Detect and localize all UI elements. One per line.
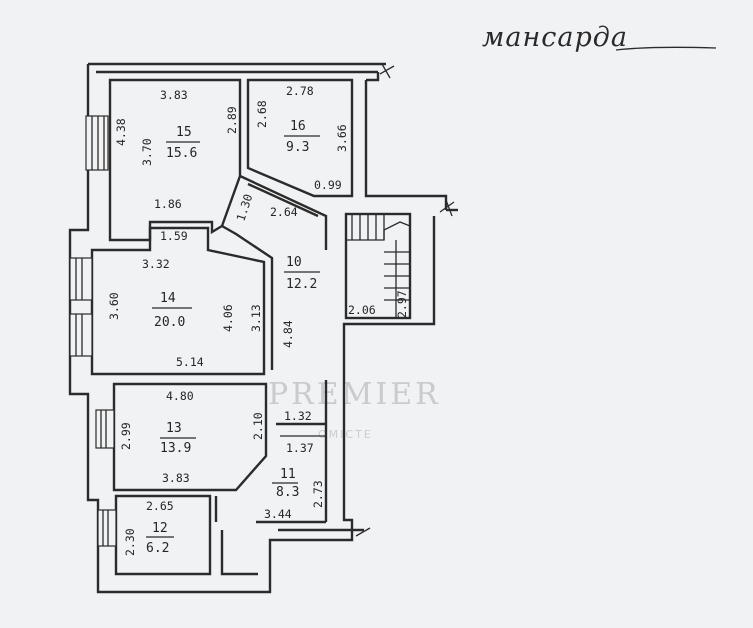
corridor-diagonal-walls — [221, 174, 328, 370]
dim-r11-bottom: 3.44 — [264, 507, 292, 521]
room-11-number: 11 — [280, 467, 296, 482]
dim-r15-right: 2.89 — [225, 106, 239, 134]
dim-r14-bottom: 5.14 — [176, 355, 204, 369]
room-11-area: 8.3 — [276, 485, 299, 500]
dim-r11-mid: 1.37 — [286, 441, 314, 455]
room-13-number: 13 — [166, 421, 182, 436]
dim-r14-left: 3.60 — [107, 292, 121, 320]
dim-r16-right: 3.66 — [335, 124, 349, 152]
room-16-area: 9.3 — [286, 140, 309, 155]
room-12 — [114, 494, 258, 576]
dim-r14-right-a: 4.06 — [221, 304, 235, 332]
room-16 — [246, 78, 354, 198]
title-underline — [615, 46, 717, 51]
dim-r14-right-b: 3.13 — [249, 304, 263, 332]
plan-title: мансарда — [482, 22, 628, 53]
dim-r14-top: 3.32 — [142, 257, 170, 271]
room-14-area: 20.0 — [154, 315, 185, 330]
room-10-number: 10 — [286, 255, 302, 270]
dim-r11-top: 1.32 — [284, 409, 312, 423]
dim-r10-right: 2.06 — [348, 303, 376, 317]
room-labels: 15 15.6 16 9.3 10 12.2 14 20.0 13 13.9 1… — [146, 119, 320, 556]
staircase — [344, 212, 412, 320]
windows — [69, 115, 117, 547]
room-12-number: 12 — [152, 521, 168, 536]
dim-r14-bay: 1.59 — [160, 229, 188, 243]
dim-stair: 2.97 — [395, 290, 409, 318]
dim-r15-bottom: 1.86 — [154, 197, 182, 211]
dim-r13-top: 4.80 — [166, 389, 194, 403]
dim-r16-bottom: 0.99 — [314, 178, 342, 192]
room-15 — [108, 78, 242, 242]
dimension-labels: 3.83 4.38 3.70 2.89 1.86 2.78 2.68 3.66 … — [107, 84, 409, 556]
room-13 — [112, 382, 268, 492]
dim-r12-top: 2.65 — [146, 499, 174, 513]
dim-r11-right: 2.73 — [311, 480, 325, 508]
room-14 — [90, 226, 266, 376]
room-16-number: 16 — [290, 119, 306, 134]
room-15-area: 15.6 — [166, 146, 197, 161]
watermark-brand: PREMIER — [268, 377, 441, 412]
dim-r13-right: 2.10 — [251, 412, 265, 440]
dim-r13-bottom: 3.83 — [162, 471, 190, 485]
dim-r10-corridor: 4.84 — [281, 320, 295, 348]
room-14-number: 14 — [160, 291, 176, 306]
dim-r15-outer: 4.38 — [114, 118, 128, 146]
dim-r12-left: 2.30 — [123, 528, 137, 556]
room-10-area: 12.2 — [286, 277, 317, 292]
dim-r13-left: 2.99 — [119, 422, 133, 450]
break-marks — [355, 63, 455, 537]
dim-r15-top: 3.83 — [160, 88, 188, 102]
room-13-area: 13.9 — [160, 441, 191, 456]
dim-r16-left: 2.68 — [255, 100, 269, 128]
dim-diag-short: 1.30 — [234, 192, 256, 223]
dim-diag-long: 2.64 — [270, 205, 298, 219]
dim-r16-top: 2.78 — [286, 84, 314, 98]
room-12-area: 6.2 — [146, 541, 169, 556]
dim-r15-inner: 3.70 — [140, 138, 154, 166]
outer-walls — [68, 62, 458, 594]
room-11 — [256, 380, 328, 524]
room-15-number: 15 — [176, 125, 192, 140]
